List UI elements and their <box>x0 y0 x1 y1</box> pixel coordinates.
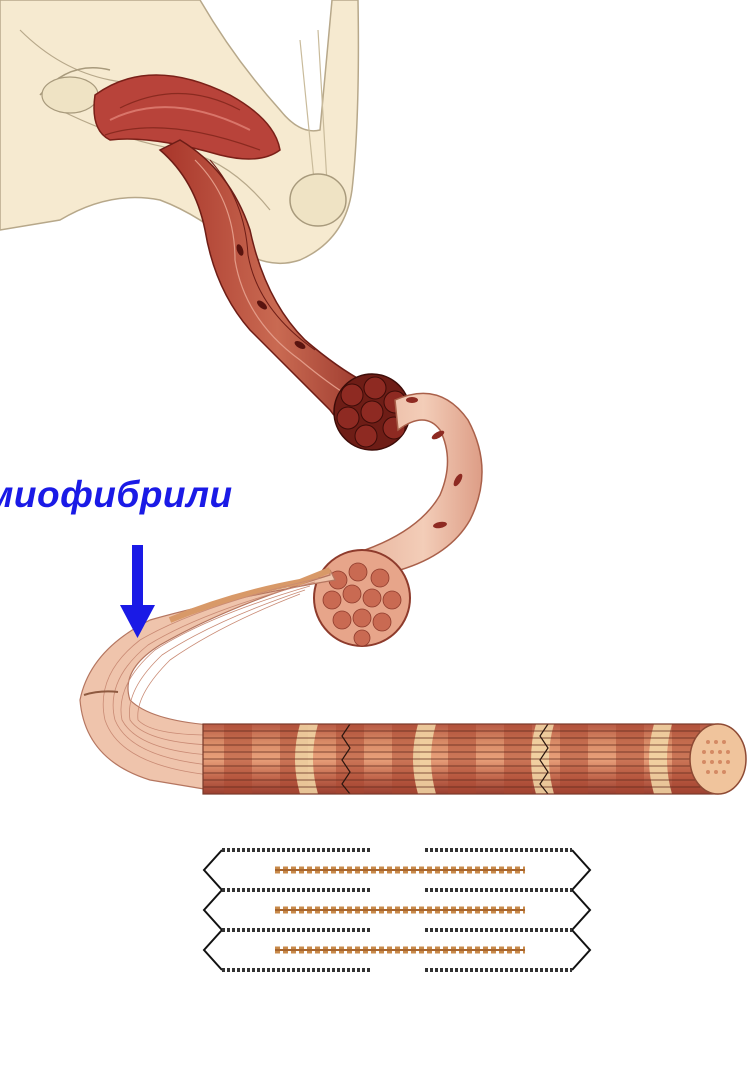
myofibrils-label: миофибрили <box>0 474 233 516</box>
sarcomere-schematic <box>200 805 620 1070</box>
striated-myofibril-cylinder <box>203 724 746 794</box>
